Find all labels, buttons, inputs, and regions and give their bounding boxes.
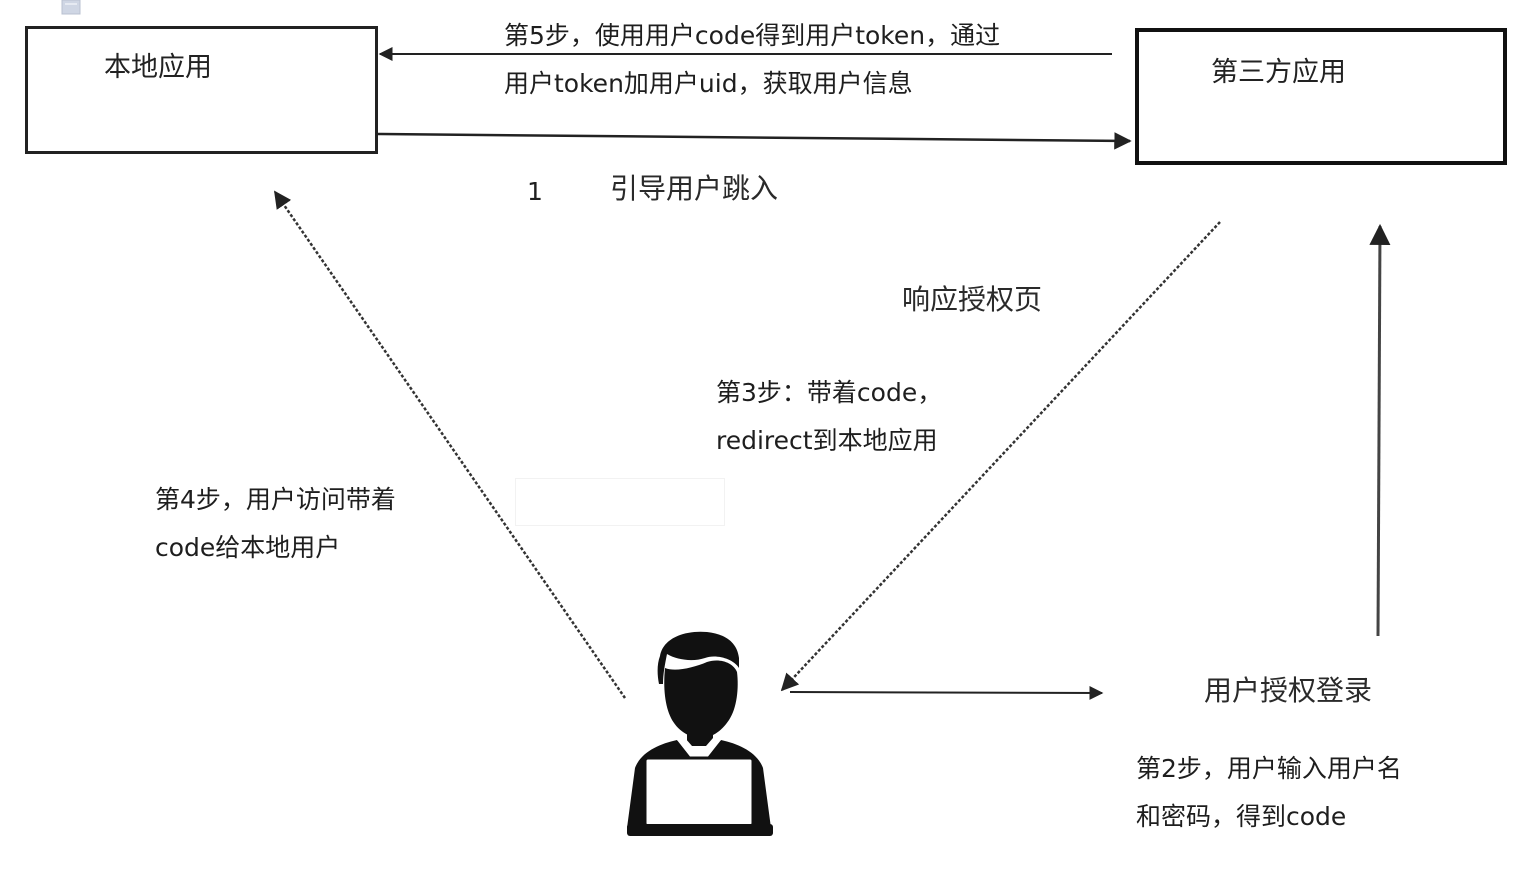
user-auth-login-label: 用户授权登录 [1204,674,1373,707]
step3-arrow [780,221,1221,692]
step2-label-line1: 第2步，用户输入用户名 [1136,754,1402,783]
user-to-login-arrow [789,685,1104,700]
step4-arrow [273,190,627,699]
step1-number: 1 [527,177,543,206]
login-to-third-party-arrow [1369,223,1391,637]
local-app-box: 本地应用 [25,26,378,154]
faint-document-icon [60,0,84,18]
step5-label-line2: 用户token加用户uid，获取用户信息 [504,69,913,98]
step4-label-line1: 第4步，用户访问带着 [155,485,396,514]
third-party-app-title: 第三方应用 [1211,57,1346,88]
faint-placeholder-box [515,478,725,526]
step5-label-line1: 第5步，使用用户code得到用户token，通过 [504,21,1001,50]
response-auth-page-label: 响应授权页 [902,283,1043,316]
step3-label-line2: redirect到本地应用 [716,426,938,455]
step2-label-line2: 和密码，得到code [1136,802,1347,831]
user-at-laptop-icon [627,631,773,836]
step1-label: 引导用户跳入 [610,172,779,205]
step1-arrow [377,132,1132,150]
third-party-app-box: 第三方应用 [1135,28,1507,165]
step3-label-line1: 第3步：带着code， [716,378,943,407]
local-app-title: 本地应用 [104,52,212,83]
step4-label-line2: code给本地用户 [155,533,341,562]
